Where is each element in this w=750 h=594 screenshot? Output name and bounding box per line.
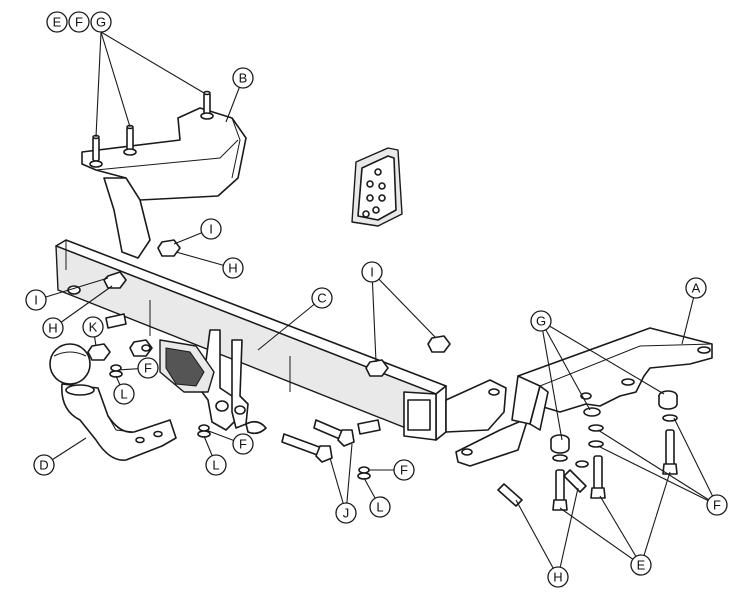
callout-label-l: L [120,387,127,402]
leader-lines [35,31,718,578]
callout-f-middle: F [232,433,254,455]
callout-label-g: G [536,314,546,329]
callout-label-i: I [209,222,213,237]
callout-label-a: A [692,281,701,296]
callout-label-l: L [212,458,219,473]
callout-c: C [311,287,333,309]
callout-l-middle: L [205,454,227,476]
inset-socket-detail [351,147,403,227]
callout-e-top: E [46,11,68,33]
callout-label-f: F [400,463,408,478]
fasteners [67,239,678,511]
callout-l-left: L [113,383,135,405]
callout-label-h: H [228,261,237,276]
callout-label-f: F [713,498,721,513]
callout-label-c: C [317,291,326,306]
callout-label-e: E [637,558,646,573]
callout-i-upper: I [200,218,222,240]
bracket-a [511,327,713,431]
callout-label-f: F [144,361,152,376]
callout-label-l: L [376,500,383,515]
callout-b: B [232,67,254,89]
callout-label-e: E [53,15,62,30]
socket-plate [159,329,267,435]
callout-i-middle: I [361,261,383,283]
callout-e-bottom: E [630,554,652,576]
callout-k: K [82,316,104,338]
callout-h-bottom: H [547,566,569,588]
callout-f-top: F [68,11,90,33]
callout-f-lower: F [393,459,415,481]
callout-label-h: H [48,321,57,336]
callout-d: D [33,454,55,476]
callout-label-i: I [34,293,38,308]
tow-ball-d [49,343,177,461]
callout-g-top: G [90,11,112,33]
callout-a: A [685,277,707,299]
callout-label-d: D [39,458,48,473]
callout-h-left: H [42,317,64,339]
callout-label-i: I [370,265,374,280]
callout-g-right: G [530,310,552,332]
callout-l-lower: L [369,496,391,518]
callout-i-left: I [25,289,47,311]
bracket-b [81,90,247,259]
callout-h-upper: H [222,257,244,279]
callout-label-h: H [553,570,562,585]
callout-label-j: J [343,506,350,521]
callout-f-left: F [137,357,159,379]
callout-label-b: B [239,71,248,86]
callout-label-f: F [239,437,247,452]
callout-j: J [335,502,357,524]
callout-f-right: F [706,494,728,516]
cross-beam-c [55,239,529,467]
callout-label-k: K [89,320,98,335]
callout-label-f: F [75,15,83,30]
callout-label-g: G [96,15,106,30]
